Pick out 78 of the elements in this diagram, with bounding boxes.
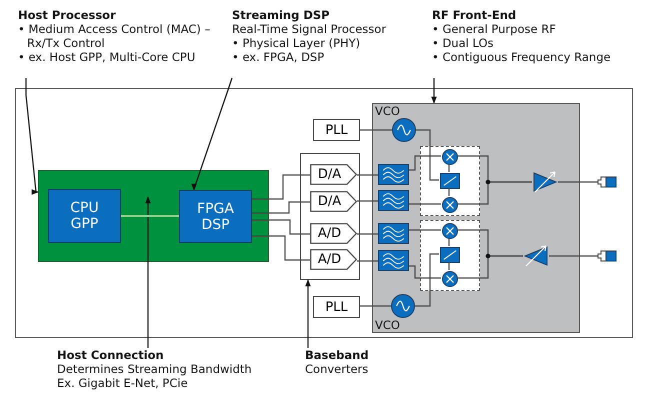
connector-line bbox=[457, 255, 523, 279]
connector-line bbox=[357, 260, 378, 262]
heading: Streaming DSP bbox=[232, 8, 331, 22]
connector-line bbox=[448, 262, 450, 270]
connector-line bbox=[448, 164, 450, 172]
splitter-icon bbox=[440, 247, 460, 263]
connector-line bbox=[252, 219, 310, 235]
leader-line bbox=[25, 78, 39, 195]
splitter-icon bbox=[440, 173, 460, 189]
mixer-icon bbox=[442, 223, 458, 239]
description-text: • General Purpose RF bbox=[432, 22, 557, 36]
connector-line bbox=[558, 181, 598, 183]
amplifier-icon bbox=[523, 244, 549, 268]
connector-line bbox=[457, 181, 532, 205]
connector-line bbox=[409, 155, 441, 171]
leader-line bbox=[145, 196, 151, 348]
connector-line bbox=[448, 188, 450, 196]
connector-line bbox=[409, 265, 441, 279]
connector-line bbox=[360, 129, 392, 131]
filter-icon bbox=[378, 223, 409, 244]
description-text: • ex. Host GPP, Multi-Core CPU bbox=[18, 50, 196, 64]
heading: RF Front-End bbox=[432, 8, 518, 22]
oscillator-icon bbox=[391, 294, 415, 318]
filter-icon bbox=[378, 190, 409, 211]
connector-line bbox=[252, 174, 310, 200]
heading: Host Connection bbox=[57, 348, 165, 362]
connector-line bbox=[416, 129, 439, 181]
connector-icon bbox=[598, 175, 616, 189]
connector-line bbox=[415, 253, 439, 307]
mixer-icon bbox=[442, 197, 458, 213]
oscillator-icon bbox=[392, 118, 416, 142]
connector-icon bbox=[598, 249, 616, 263]
component-label: VCO bbox=[375, 318, 400, 332]
description-text: • Medium Access Control (MAC) –Rx/Tx Control bbox=[18, 22, 212, 50]
mixer-icon bbox=[442, 271, 458, 287]
description-text: • Contiguous Frequency Range bbox=[432, 50, 612, 64]
pll-box: PLL bbox=[313, 296, 360, 318]
filter-icon bbox=[378, 164, 409, 185]
connector-line bbox=[409, 203, 441, 205]
dashed-outline bbox=[420, 146, 480, 216]
leader-line bbox=[431, 78, 437, 104]
converter-block: D/A bbox=[310, 191, 357, 212]
connector-line bbox=[357, 200, 378, 202]
heading: Baseband bbox=[305, 348, 370, 362]
rf-module bbox=[372, 103, 580, 333]
description-text: Converters bbox=[305, 362, 370, 376]
processor-chip: CPU GPP bbox=[48, 189, 121, 243]
converter-block: A/D bbox=[310, 249, 357, 270]
filter-icon bbox=[378, 250, 409, 271]
pll-box: PLL bbox=[313, 119, 360, 141]
dashed-outline bbox=[420, 220, 480, 291]
connector-line bbox=[360, 305, 391, 307]
system-outline bbox=[15, 88, 633, 338]
description-text: • ex. FPGA, DSP bbox=[232, 50, 326, 64]
amplifier-icon bbox=[532, 170, 558, 194]
converter-block: D/A bbox=[310, 164, 357, 185]
connector-line bbox=[252, 201, 310, 214]
description-text: • Dual LOs bbox=[432, 36, 495, 50]
connector-line bbox=[357, 174, 378, 176]
leader-line bbox=[305, 279, 311, 348]
converter-block: A/D bbox=[310, 223, 357, 244]
leader-line bbox=[191, 78, 233, 191]
connector-line bbox=[357, 233, 378, 235]
heading: Host Processor bbox=[18, 8, 117, 22]
connector-line bbox=[121, 215, 179, 217]
connector-line bbox=[252, 235, 310, 261]
connector-line bbox=[409, 229, 441, 231]
connector-line bbox=[549, 255, 598, 257]
description-text: Real-Time Signal Processor bbox=[232, 22, 388, 36]
description-text: Ex. Gigabit E-Net, PCie bbox=[57, 376, 189, 390]
description-text: • Physical Layer (PHY) bbox=[232, 36, 362, 50]
connector-line bbox=[448, 238, 450, 246]
circuit-board bbox=[38, 170, 269, 262]
description-text: Determines Streaming Bandwidth bbox=[57, 362, 253, 376]
processor-chip: FPGA DSP bbox=[179, 190, 252, 243]
mixer-icon bbox=[442, 149, 458, 165]
converter-group-outline bbox=[300, 153, 360, 280]
component-label: VCO bbox=[375, 104, 400, 118]
